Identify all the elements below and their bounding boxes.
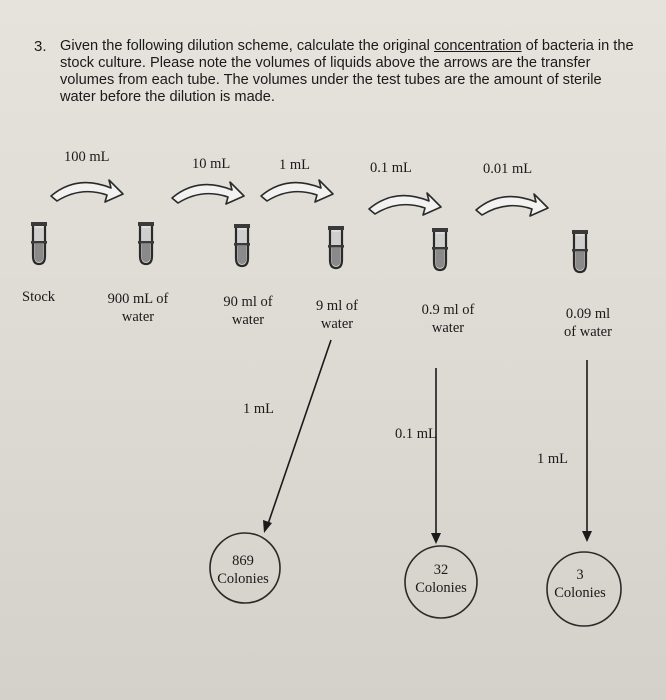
tube-4-label-line-2: water xyxy=(431,320,465,336)
transfer-arrow-3 xyxy=(260,179,334,203)
plating-volume-3: 1 mL xyxy=(537,451,569,467)
plate-1-count: 869 xyxy=(232,553,254,569)
plating-volume-1: 1 mL xyxy=(243,401,275,417)
transfer-label-4: 0.1 mL xyxy=(370,160,412,176)
transfer-arrow-5 xyxy=(475,193,549,217)
tube-3-label-line-2: water xyxy=(320,316,354,332)
transfer-arrow-2 xyxy=(171,181,245,205)
stock-tube xyxy=(29,220,49,266)
transfer-label-2: 10 mL xyxy=(192,156,231,172)
tube-3-label: 9 ml of water xyxy=(316,297,358,333)
question-text-end: of bacteria in the stock culture. Please… xyxy=(60,38,634,105)
tube-2-label: 90 ml of water xyxy=(223,293,272,329)
plating-arrow-3-head xyxy=(582,531,592,542)
tube-2-label-line-1: 90 ml of xyxy=(223,294,273,310)
tube-5-label-line-1: 0.09 ml xyxy=(565,306,611,322)
tube-2-label-line-2: water xyxy=(231,312,265,328)
transfer-label-5: 0.01 mL xyxy=(483,161,533,177)
plating-arrow-1-head xyxy=(263,520,272,533)
plate-1-unit: Colonies xyxy=(217,571,269,587)
plate-3-label: 3 Colonies xyxy=(554,566,606,602)
question-number: 3. xyxy=(34,38,47,55)
plate-2-count: 32 xyxy=(433,562,449,578)
plating-volume-2: 0.1 mL xyxy=(395,426,437,442)
tube-4-label: 0.9 ml of water xyxy=(422,301,475,337)
tube-5-label: 0.09 ml of water xyxy=(564,305,612,341)
plate-1-label: 869 Colonies xyxy=(217,552,269,588)
plate-2-label: 32 Colonies xyxy=(415,561,467,597)
transfer-arrow-4 xyxy=(368,192,442,216)
tube-1-label: 900 mL of water xyxy=(108,290,169,326)
stock-label: Stock xyxy=(22,289,56,305)
tube-5-label-line-2: of water xyxy=(564,324,612,340)
plating-arrow-2-head xyxy=(431,533,441,544)
transfer-label-1: 100 mL xyxy=(64,149,110,165)
tube-1-label-line-1: 900 mL of xyxy=(107,291,169,307)
test-tube-2 xyxy=(232,222,252,268)
question-underlined-word: concentration xyxy=(433,38,522,54)
tube-1-label-line-2: water xyxy=(121,309,155,325)
transfer-arrow-1 xyxy=(50,179,124,203)
plate-2 xyxy=(404,545,478,619)
test-tube-3 xyxy=(326,224,346,270)
plate-2-unit: Colonies xyxy=(415,580,467,596)
transfer-label-3: 1 mL xyxy=(279,157,311,173)
question-text-start: Given the following dilution scheme, cal… xyxy=(60,38,434,54)
test-tube-4 xyxy=(430,226,450,272)
tube-4-label-line-1: 0.9 ml of xyxy=(421,302,475,318)
plate-3 xyxy=(546,551,622,627)
test-tube-5 xyxy=(570,228,590,274)
question-text: Given the following dilution scheme, cal… xyxy=(60,38,635,106)
plate-3-unit: Colonies xyxy=(554,585,606,601)
plating-arrow-1-shaft xyxy=(267,339,332,525)
test-tube-1 xyxy=(136,220,156,266)
tube-3-label-line-1: 9 ml of xyxy=(316,298,358,314)
plate-3-count: 3 xyxy=(576,567,584,583)
plate-1 xyxy=(209,532,281,604)
